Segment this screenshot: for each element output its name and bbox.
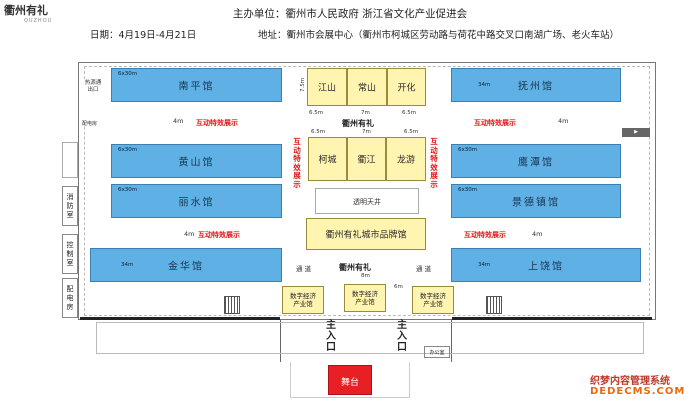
interactive-display-right-vertical: 互动特效展示 [430, 137, 438, 189]
organizers: 主办单位：衢州市人民政府 浙江省文化产业促进会 [232, 8, 468, 20]
event-address: 地址：衢州市会展中心（衢州市柯城区劳动路与荷花中路交叉口南湖广场、老火车站） [258, 30, 620, 41]
power-room-label: 配电房 [82, 121, 98, 127]
pavilion-qujiang[interactable]: 衢江 [347, 137, 386, 181]
main-entrance-right[interactable]: 主入口 [397, 320, 407, 353]
dim-6-5m-mid-right: 6.5m [404, 129, 419, 135]
dim-8m: 8m [361, 273, 370, 279]
event-date: 日期：4月19日-4月21日 [90, 30, 197, 41]
dim-6-5m-mid-left: 6.5m [311, 129, 326, 135]
hall-jingdezhen[interactable]: 6x30m 景德镇馆 [451, 184, 621, 218]
stairs-left [224, 296, 240, 314]
hall-nanping-size: 6x30m [118, 71, 138, 77]
control-room: 控制室 [62, 234, 78, 274]
distribution-room: 配电房 [62, 278, 78, 318]
dim-6-5m-top-left: 6.5m [309, 110, 324, 116]
stairs-right [486, 296, 502, 314]
quzhou-youli-top: 衢州有礼 [342, 119, 374, 128]
dim-6m: 6m [394, 284, 403, 290]
hall-shangrao[interactable]: 34m 上饶馆 [451, 248, 641, 282]
front-porch [280, 320, 452, 362]
stage[interactable]: 舞台 [328, 365, 372, 395]
watermark-text: 织梦内容管理系统 [590, 376, 670, 387]
pavilion-kecheng[interactable]: 柯城 [308, 137, 347, 181]
dim-6-5m-top-right: 6.5m [402, 110, 417, 116]
pavilion-longyou[interactable]: 龙游 [386, 137, 426, 181]
watermark-domain: DEDECMS.COM [590, 386, 686, 397]
floor-inner-frame [84, 66, 650, 316]
pavilion-changshan[interactable]: 常山 [347, 68, 387, 106]
pavilion-jiangshan[interactable]: 江山 [307, 68, 347, 106]
pavilion-kaihua[interactable]: 开化 [387, 68, 426, 106]
logo-text: 衢州有礼 [4, 4, 48, 17]
dim-7m-mid: 7m [362, 129, 371, 135]
aisle-left: 通 道 [296, 265, 312, 273]
city-brand-pavilion[interactable]: 衢州有礼城市品牌馆 [306, 218, 426, 250]
dim-4m-top: 4m [173, 117, 184, 125]
dim-7m-top: 7m [361, 110, 370, 116]
bottom-wall-right [452, 317, 652, 320]
interactive-display-left-vertical: 互动特效展示 [293, 137, 301, 189]
digital-economy-booth-3[interactable]: 数字经济产业馆 [412, 286, 454, 314]
atrium: 透明天井 [315, 188, 419, 214]
interactive-display-top-right: 互动特效展示 [474, 119, 516, 127]
interactive-display-mid-right: 互动特效展示 [464, 231, 506, 239]
east-marker: ▶ [622, 128, 650, 137]
office: 办公室 [424, 346, 450, 358]
hall-fuzhou-name: 抚州馆 [518, 81, 554, 93]
fire-control-room: 消防室 [62, 186, 78, 226]
digital-economy-booth-2[interactable]: 数字经济产业馆 [344, 284, 386, 312]
hall-lishui[interactable]: 6x30m 丽水馆 [111, 184, 282, 218]
logo-subtitle: QUZHOU [24, 18, 53, 24]
hall-huangshan[interactable]: 6x30m 黄山馆 [111, 144, 282, 178]
hall-nanping[interactable]: 6x30m 南平馆 [111, 68, 282, 102]
dim-4m-mid-right: 4m [532, 230, 543, 238]
interactive-display-mid-left: 互动特效展示 [198, 231, 240, 239]
hall-fuzhou[interactable]: 34m 抚州馆 [451, 68, 621, 102]
stage-outline [290, 362, 410, 398]
porch-columns [96, 322, 644, 354]
hall-nanping-name: 南平馆 [178, 81, 215, 93]
logo: 衢州有礼 QUZHOU [4, 2, 64, 24]
fire-exit-label: 热源通出口 [84, 80, 102, 120]
quzhou-youli-bottom: 衢州有礼 [339, 263, 371, 272]
dim-7-5m: 7.5m [300, 77, 307, 93]
hall-yingtan[interactable]: 6x30m 鹰潭馆 [451, 144, 621, 178]
interactive-display-top-left: 互动特效展示 [196, 119, 238, 127]
atrium-label: 透明天井 [353, 198, 381, 206]
hall-fuzhou-size: 34m [478, 82, 491, 88]
aisle-right: 通 道 [416, 265, 432, 273]
dim-4m-top-right: 4m [558, 117, 569, 125]
floor-outline [78, 62, 656, 320]
dim-4m-mid-left: 4m [184, 230, 195, 238]
hall-jinhua[interactable]: 34m 金华馆 [90, 248, 282, 282]
digital-economy-booth-1[interactable]: 数字经济产业馆 [282, 286, 324, 314]
main-entrance-left[interactable]: 主入口 [326, 320, 336, 353]
bottom-wall-left [80, 317, 280, 320]
left-column-wall [62, 142, 78, 178]
